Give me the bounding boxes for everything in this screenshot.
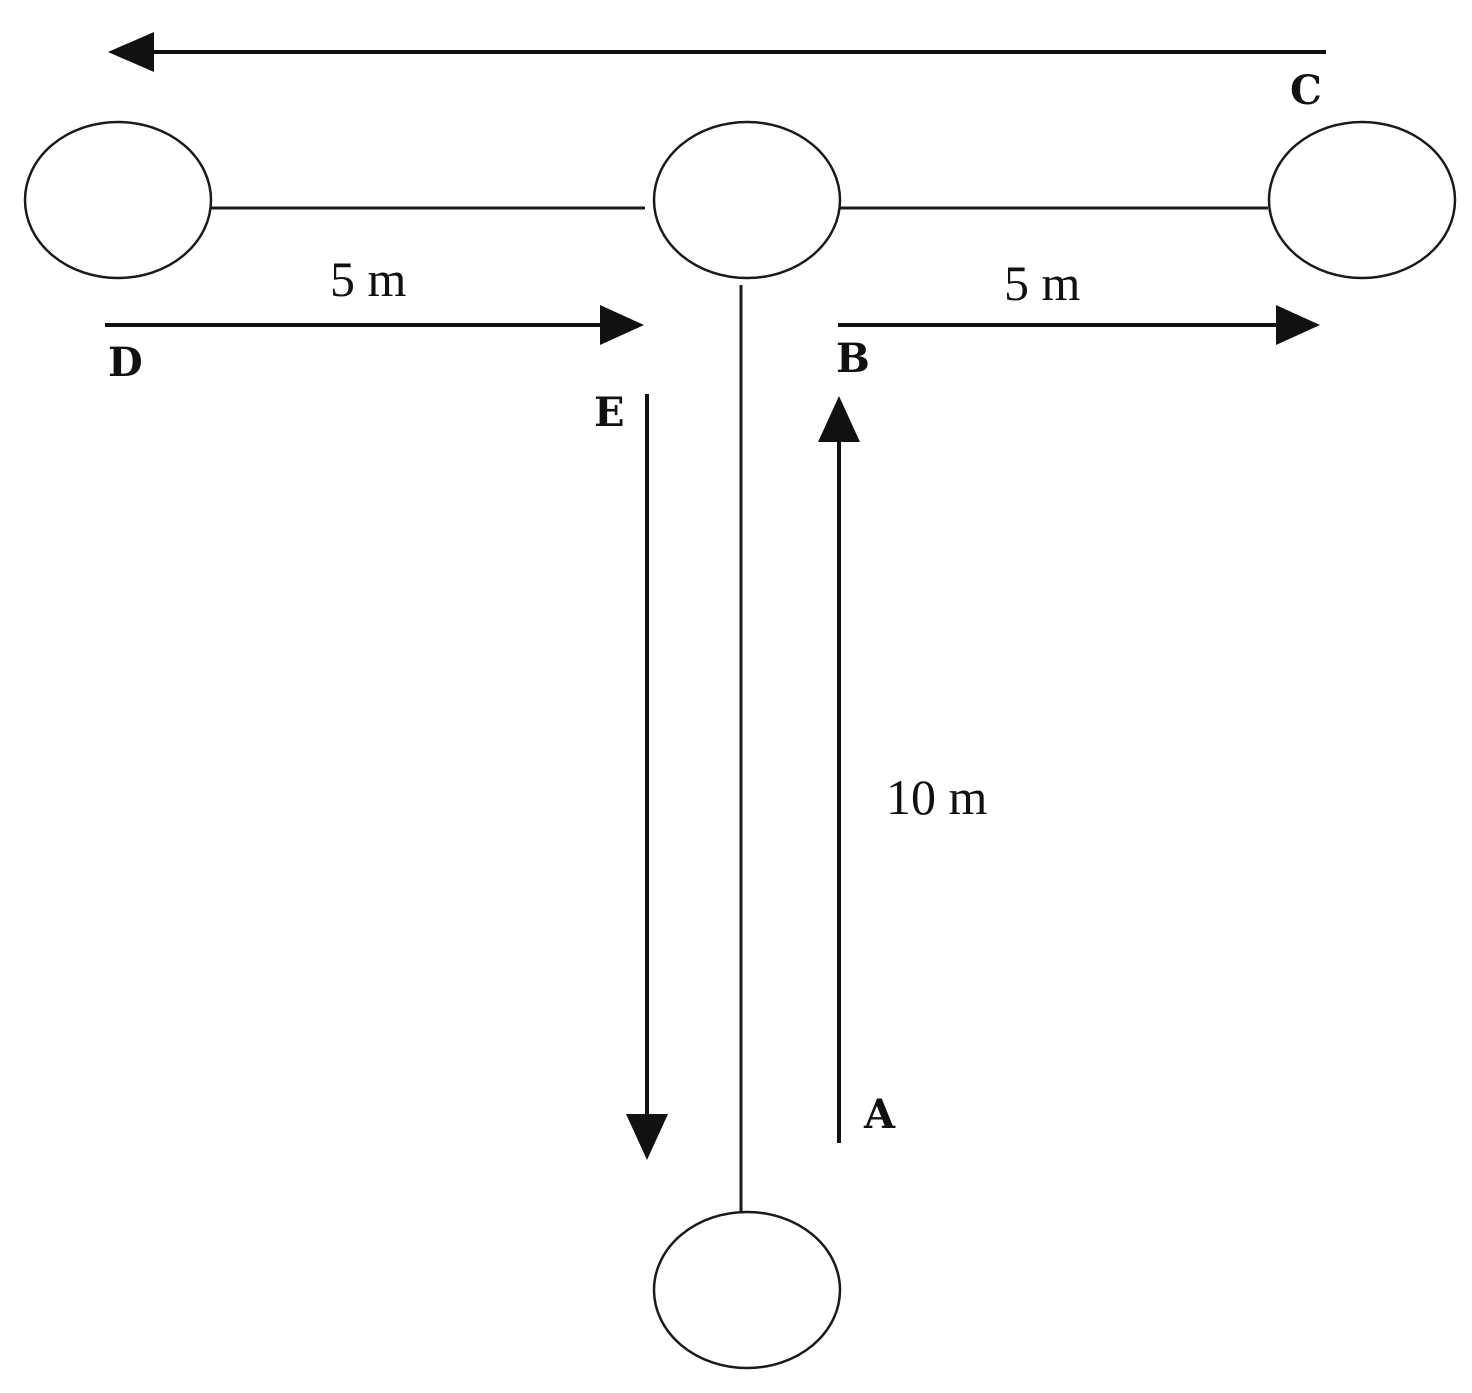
arrow-d-to-center bbox=[105, 305, 644, 345]
cone-right bbox=[1267, 120, 1457, 280]
cone-bottom bbox=[652, 1210, 842, 1370]
arrow-a-upward bbox=[818, 396, 860, 1143]
cone-center bbox=[652, 120, 842, 280]
distance-left: 5 m bbox=[330, 251, 407, 307]
label-point-d: D bbox=[108, 339, 143, 386]
arrow-b-to-right bbox=[838, 305, 1320, 345]
arrow-c-to-left bbox=[108, 32, 1326, 72]
label-point-b: B bbox=[836, 335, 870, 382]
cone-left bbox=[23, 120, 213, 280]
label-point-a: A bbox=[863, 1091, 896, 1138]
arrow-e-downward bbox=[626, 394, 668, 1160]
distance-vertical: 10 m bbox=[886, 769, 988, 825]
distance-right: 5 m bbox=[1004, 255, 1081, 311]
label-point-c: C bbox=[1290, 67, 1322, 114]
label-point-e: E bbox=[594, 389, 625, 436]
